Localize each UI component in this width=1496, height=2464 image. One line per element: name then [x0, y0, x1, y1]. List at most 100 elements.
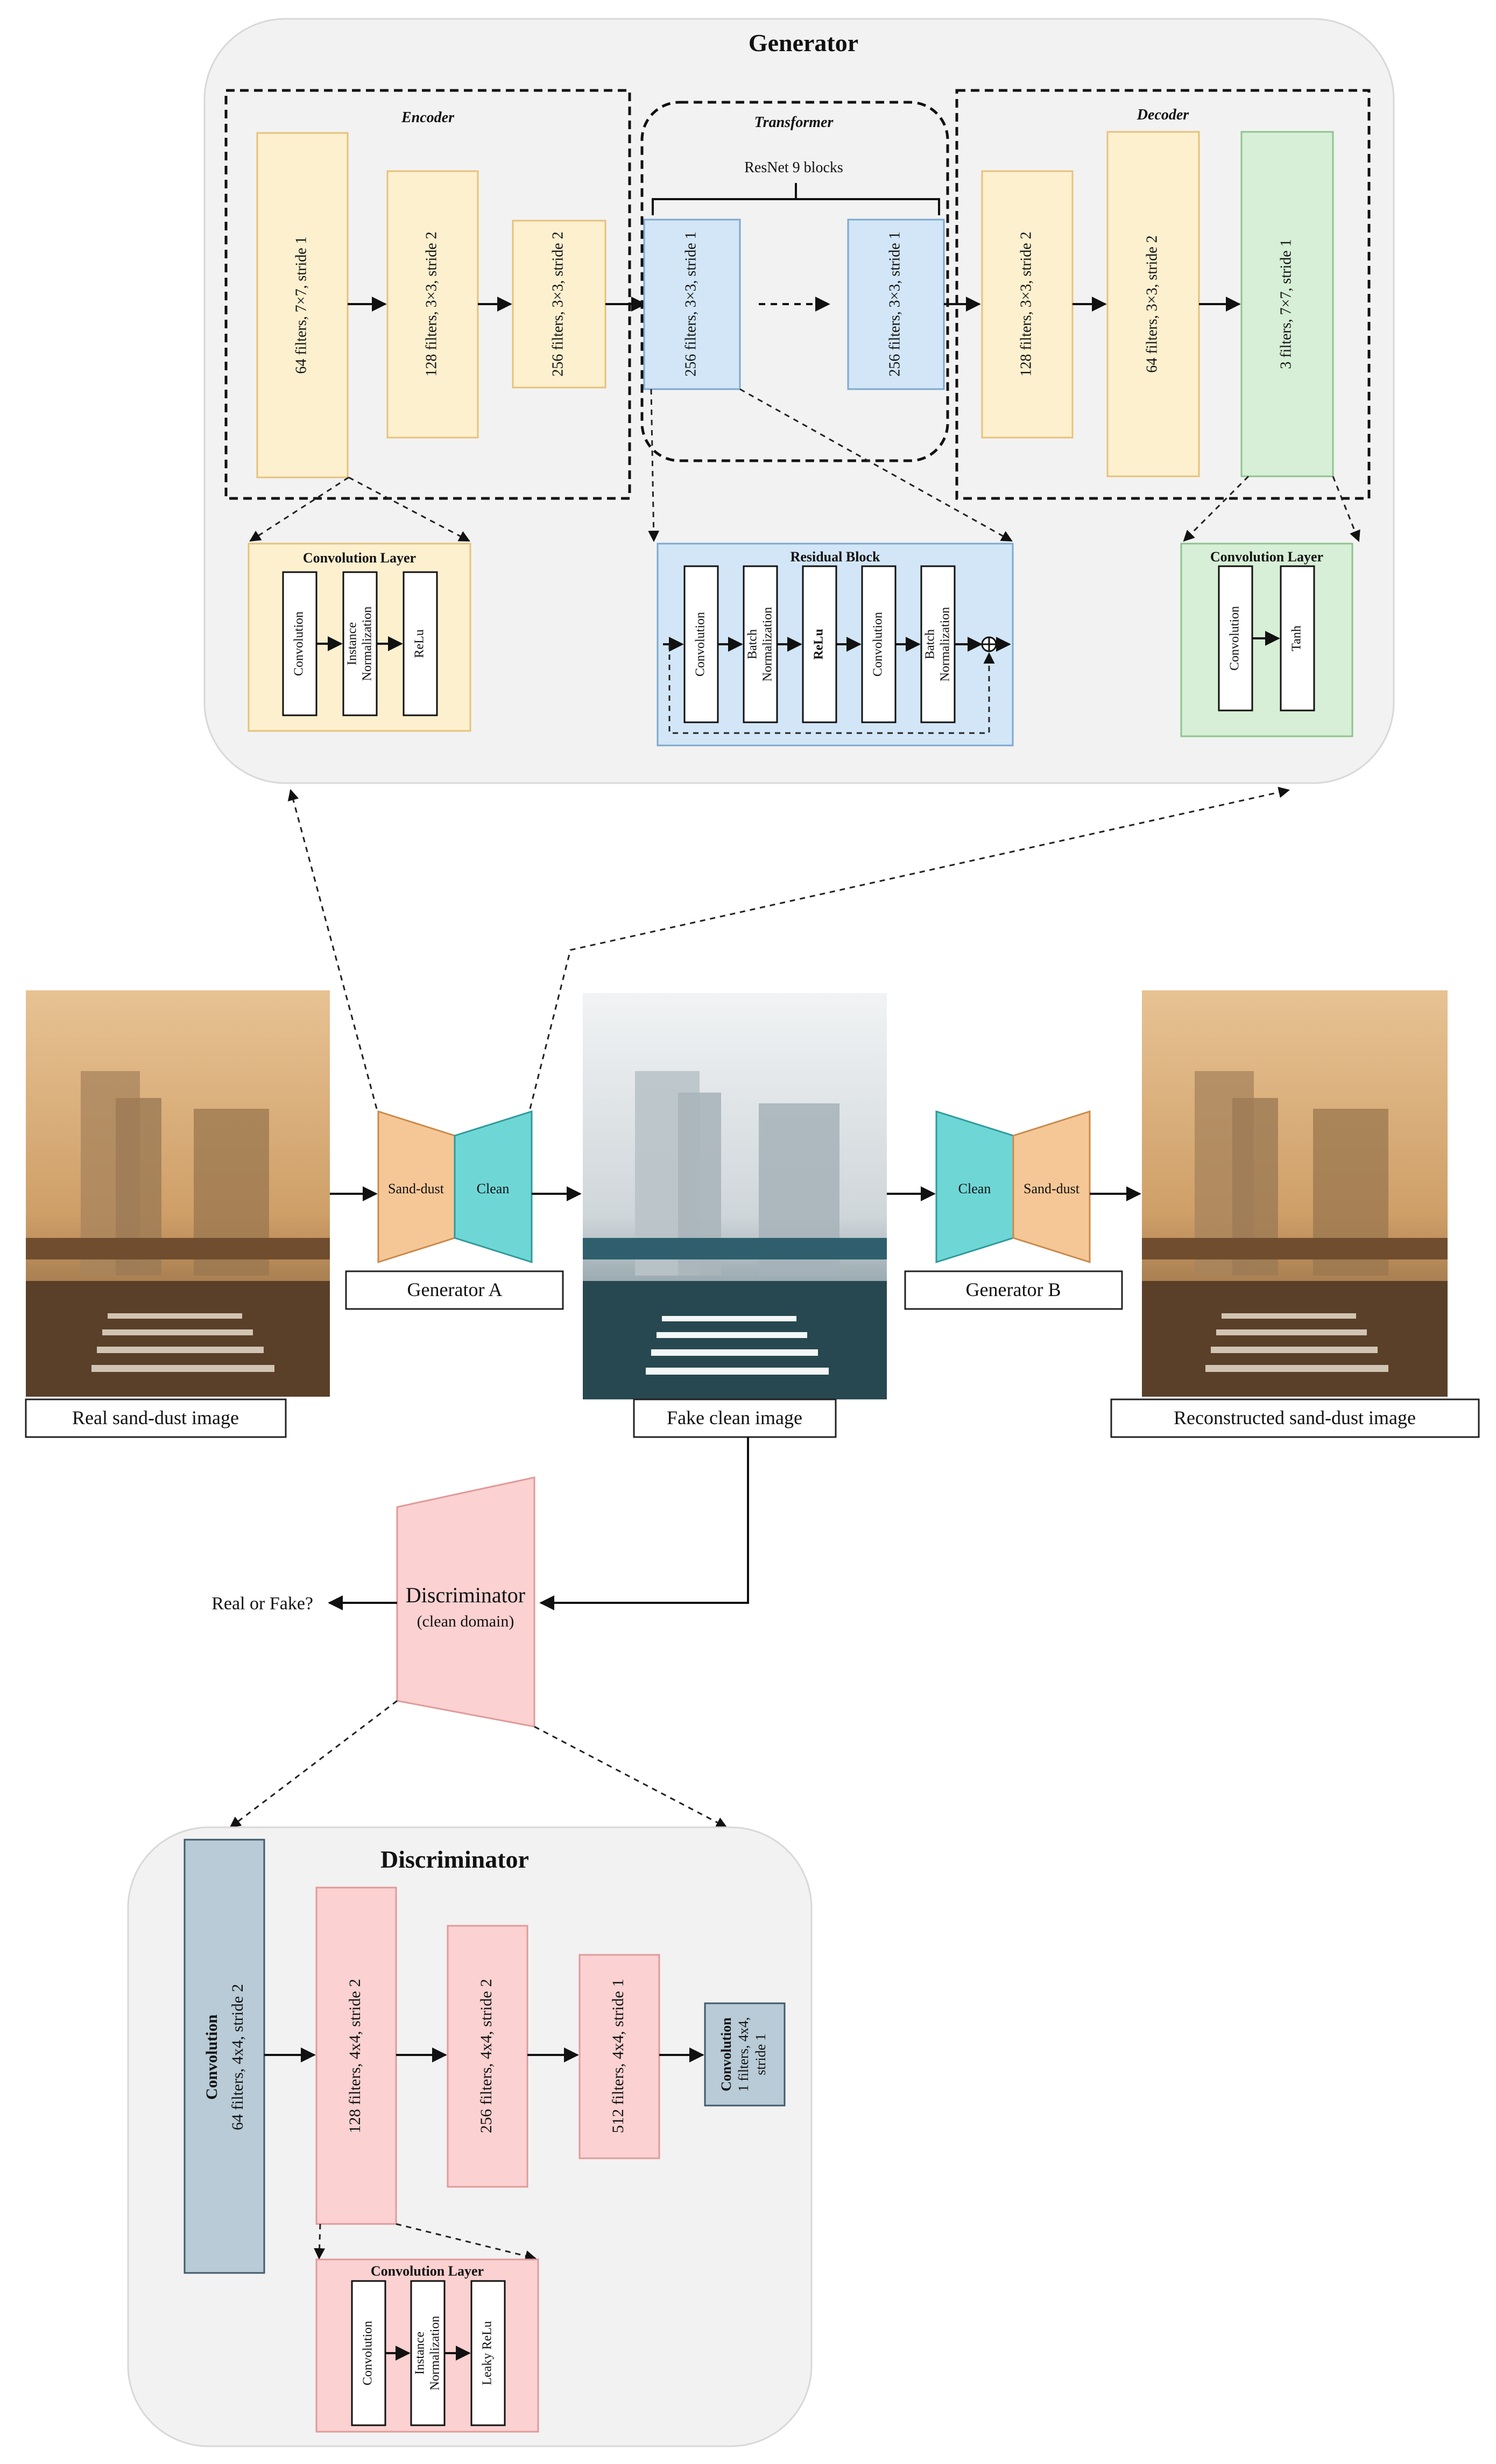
discriminator-block-3: [578, 1954, 660, 2159]
discriminator-output-label: Real or Fake?: [211, 1594, 313, 1614]
residual-item-relu-label: ReLu: [812, 629, 826, 659]
encoder-title: Encoder: [401, 109, 455, 126]
discriminator-panel: Discriminator Convolution 64 filters, 4x…: [127, 1826, 813, 2447]
residual-item-normalization-2-label: Normalization: [938, 607, 952, 682]
generator-a-clean-half: [454, 1110, 533, 1264]
generator-a-to-panel-arrow-left: [287, 789, 378, 1109]
discriminator-last-conv-block: [704, 2002, 786, 2107]
real-image-label-box: [25, 1398, 287, 1438]
transformer-block-1: [643, 219, 741, 390]
discriminator-conv-item-convolution-label: Convolution: [361, 2321, 375, 2385]
generator-a-right-label: Clean: [477, 1181, 510, 1196]
zoom-arrow-encoder-right: [348, 476, 470, 542]
discriminator-block-3-label: 512 filters, 4x4, stride 1: [609, 1979, 627, 2134]
decoder-conv-item-convolution: [1218, 565, 1253, 712]
encoder-block-3-label: 256 filters, 3×3, stride 2: [549, 231, 566, 376]
pipeline: Real sand-dust image Sand-dust Clean Gen…: [25, 990, 1480, 1828]
discriminator-block-1: [315, 1886, 397, 2225]
discriminator-conv-item-leaky-relu: [470, 2280, 506, 2426]
zoom-arrow-decoder-left: [1183, 475, 1250, 542]
resnet-bracket: [652, 183, 940, 215]
fake-to-discriminator-arrow: [539, 1437, 749, 1610]
encoder-block-1-label: 64 filters, 7×7, stride 1: [293, 236, 309, 374]
discriminator-block-2-label: 256 filters, 4x4, stride 2: [477, 1979, 495, 2134]
discriminator-conv-item-leaky-relu-label: Leaky ReLu: [481, 2321, 495, 2385]
discriminator-node-subtitle: (clean domain): [417, 1613, 514, 1630]
residual-item-convolution-2: [861, 565, 897, 723]
zoom-arrow-residual-left: [648, 389, 660, 543]
residual-sum-node: [981, 636, 997, 652]
fake-image-label: Fake clean image: [667, 1407, 802, 1428]
discriminator-zoom-arrow-left: [229, 1700, 398, 1828]
decoder-block-3: [1240, 131, 1334, 477]
discriminator-title: Discriminator: [380, 1846, 529, 1873]
encoder-conv-layer-title: Convolution Layer: [303, 550, 416, 566]
generator-b-node: Clean Sand-dust: [935, 1110, 1091, 1264]
decoder-block-1: [981, 170, 1074, 439]
transformer-frame: [640, 101, 949, 462]
recon-image-label-box: [1110, 1398, 1480, 1438]
generator-b-label: Generator B: [966, 1279, 1061, 1300]
generator-a-to-panel-arrow-right: [529, 786, 1290, 1109]
generator-panel: Generator Encoder 64 filters, 7×7, strid…: [203, 18, 1395, 784]
discriminator-conv-layer-title: Convolution Layer: [371, 2263, 484, 2279]
residual-item-convolution-1-label: Convolution: [694, 612, 708, 677]
transformer-block-2-label: 256 filters, 3×3, stride 1: [886, 231, 903, 376]
discriminator-first-conv-bold: Convolution: [203, 2015, 221, 2100]
discriminator-conv-item-convolution: [351, 2280, 386, 2426]
encoder-conv-item-normalization-label: Normalization: [361, 607, 375, 681]
real-sand-dust-image: [26, 990, 330, 1397]
decoder-conv-item-tanh: [1280, 565, 1315, 712]
residual-item-convolution-2-label: Convolution: [871, 612, 885, 677]
encoder-block-2: [386, 170, 479, 439]
decoder-conv-layer-title: Convolution Layer: [1210, 549, 1323, 565]
decoder-block-2: [1106, 131, 1200, 477]
generator-a-label: Generator A: [407, 1279, 503, 1300]
decoder-title: Decoder: [1137, 107, 1190, 123]
generator-a-label-box: [345, 1270, 564, 1310]
discriminator-block-2: [447, 1925, 528, 2188]
encoder-conv-item-instance-label: Instance: [345, 622, 359, 665]
resnet-group-label: ResNet 9 blocks: [744, 159, 843, 176]
decoder-conv-item-tanh-label: Tanh: [1290, 625, 1304, 651]
encoder-block-1: [256, 132, 349, 478]
encoder-conv-item-relu: [403, 571, 438, 716]
residual-block-title: Residual Block: [791, 549, 880, 565]
discriminator-last-conv-line2: stride 1: [753, 2033, 768, 2075]
generator-title: Generator: [749, 29, 858, 57]
residual-item-convolution-1: [683, 565, 719, 723]
generator-b-right-label: Sand-dust: [1024, 1181, 1080, 1196]
encoder-block-3: [512, 220, 606, 389]
transformer-block-2: [847, 219, 945, 390]
fake-image-label-box: [633, 1398, 837, 1438]
discriminator-conv-item-instance-label: Instance: [413, 2332, 427, 2375]
discriminator-node-title: Discriminator: [406, 1583, 525, 1607]
zoom-arrow-residual-right: [739, 388, 1013, 542]
residual-item-relu: [802, 565, 837, 723]
decoder-conv-item-convolution-label: Convolution: [1228, 606, 1242, 671]
residual-item-batch-2-label: Batch: [923, 629, 937, 659]
discriminator-conv-item-instance-norm: [410, 2280, 446, 2426]
generator-panel-background: [203, 18, 1395, 784]
residual-skip-connection: [668, 644, 995, 734]
decoder-block-3-label: 3 filters, 7×7, stride 1: [1278, 239, 1294, 369]
encoder-conv-item-convolution: [282, 571, 317, 716]
generator-b-sand-dust-half: [1012, 1110, 1091, 1264]
encoder-frame: [224, 89, 631, 500]
discriminator-conv-item-normalization-label: Normalization: [428, 2316, 442, 2391]
discriminator-block-1-label: 128 filters, 4x4, stride 2: [346, 1979, 364, 2134]
encoder-block-2-label: 128 filters, 3×3, stride 2: [423, 231, 440, 376]
transformer-block-1-label: 256 filters, 3×3, stride 1: [682, 231, 699, 376]
recon-image-label: Reconstructed sand-dust image: [1174, 1407, 1416, 1428]
generator-a-left-label: Sand-dust: [388, 1181, 444, 1196]
decoder-frame: [955, 89, 1371, 500]
generator-b-label-box: [904, 1270, 1123, 1310]
encoder-conv-item-relu-label: ReLu: [413, 629, 427, 658]
residual-item-batch-norm-2: [920, 565, 956, 723]
reconstructed-sand-dust-image: [1142, 990, 1448, 1397]
zoom-arrow-decoder-right: [1332, 476, 1360, 542]
transformer-title: Transformer: [754, 114, 834, 131]
discriminator-last-conv-line1: 1 filters, 4x4,: [736, 2017, 751, 2092]
discriminator-first-conv-block: [184, 1839, 265, 2274]
